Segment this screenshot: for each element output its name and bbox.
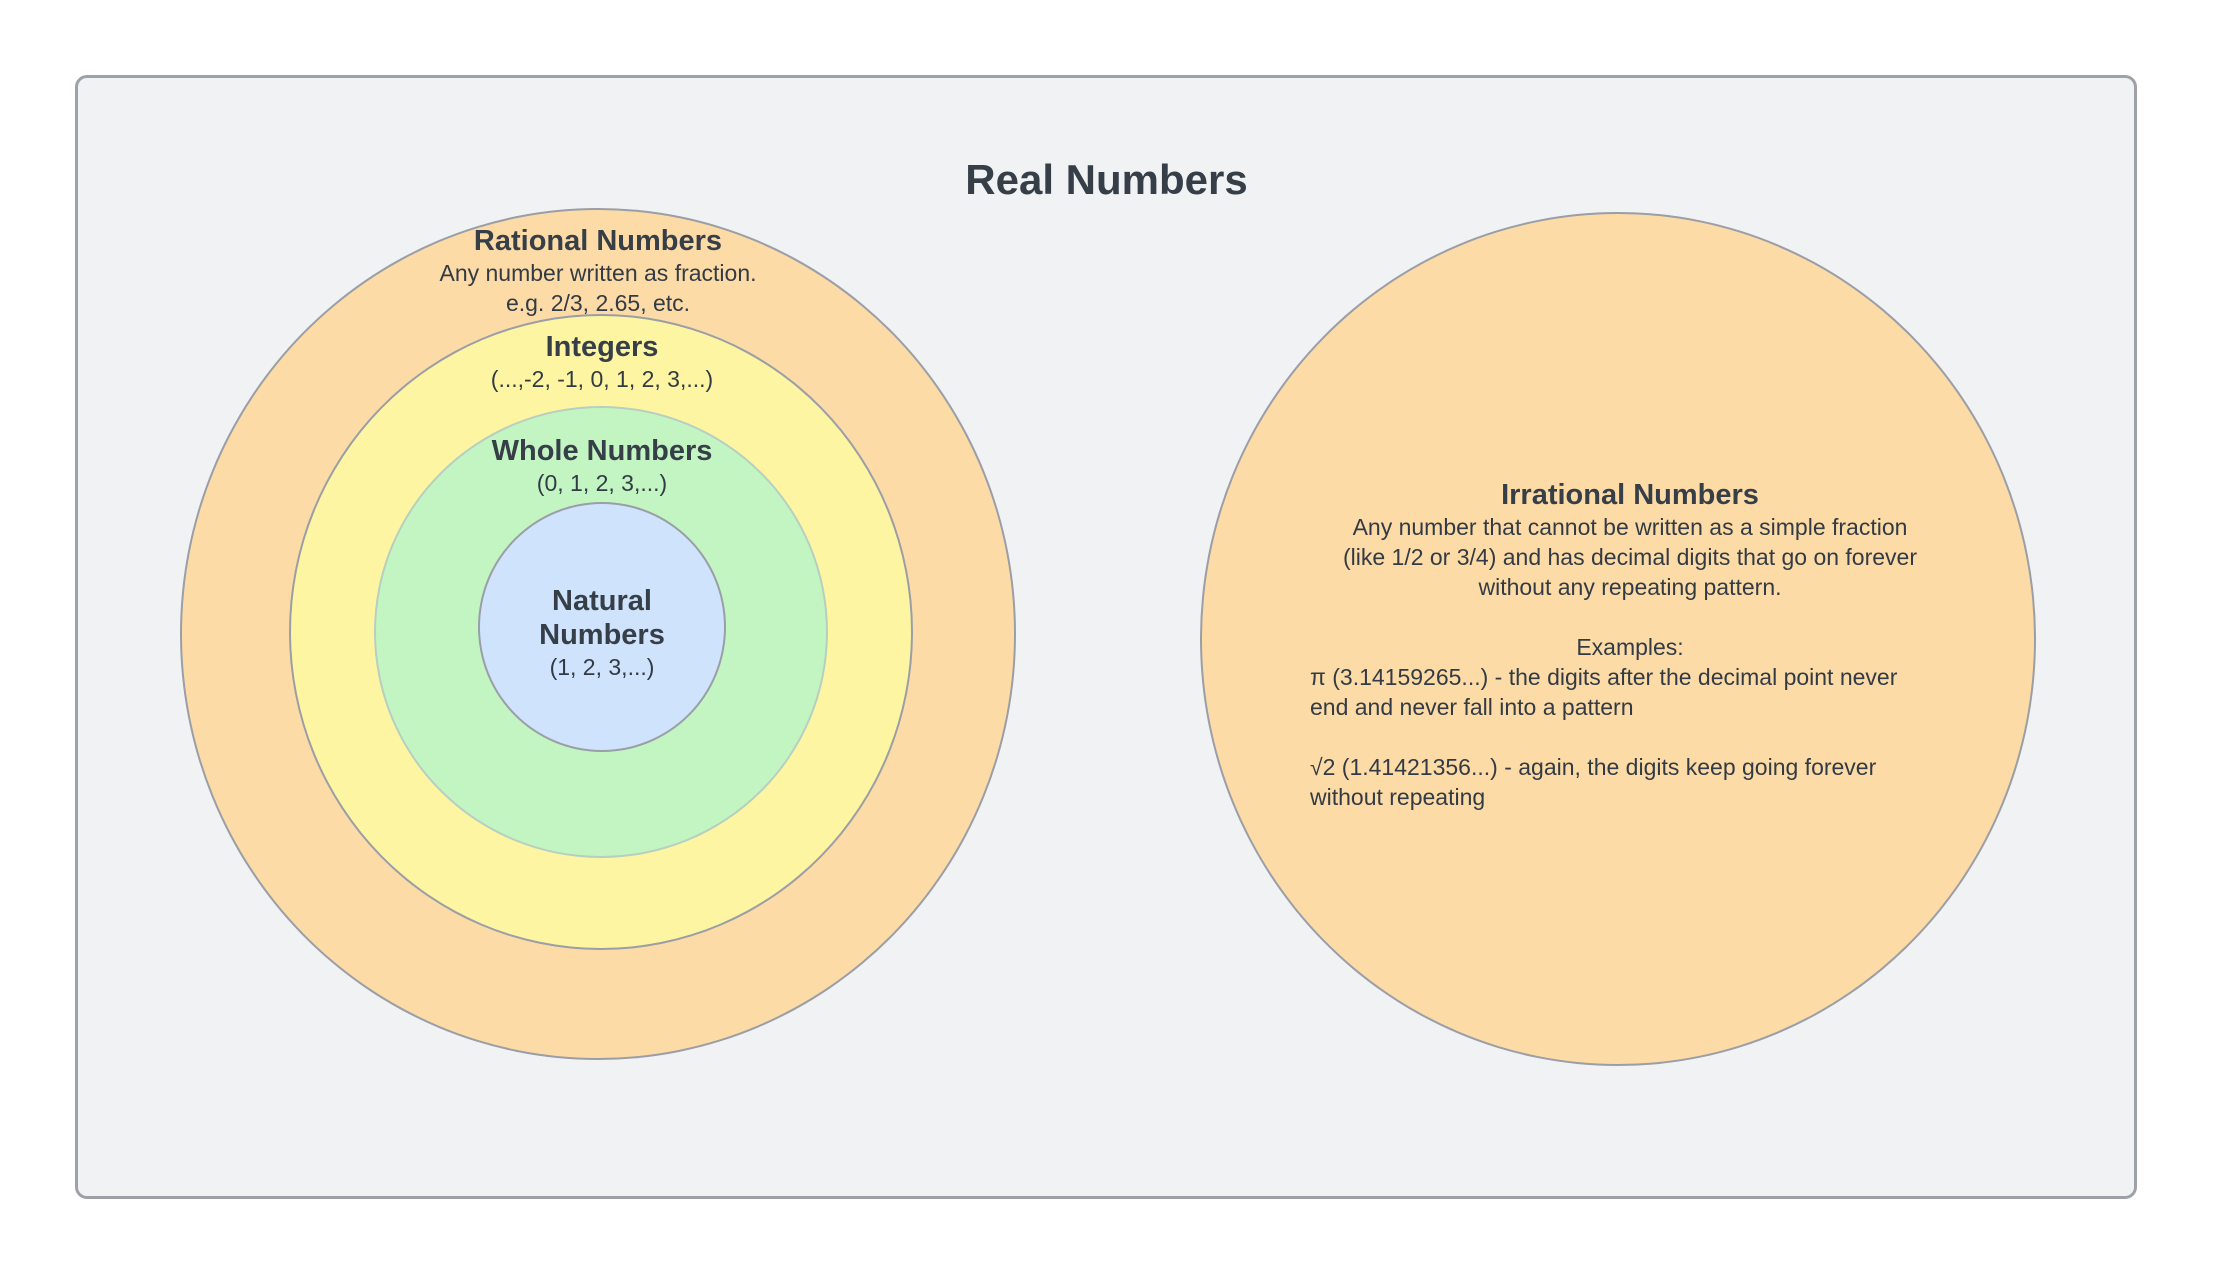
- integers-label: Integers (...,-2, -1, 0, 1, 2, 3,...): [432, 330, 772, 394]
- irrational-numbers-heading: Irrational Numbers: [1501, 479, 1759, 511]
- rational-numbers-heading: Rational Numbers: [473, 225, 723, 257]
- integers-heading: Integers: [545, 331, 659, 363]
- integers-values: (...,-2, -1, 0, 1, 2, 3,...): [490, 366, 714, 392]
- rational-numbers-example: e.g. 2/3, 2.65, etc.: [505, 290, 691, 316]
- natural-numbers-heading-line1: Natural: [552, 585, 652, 617]
- irrational-examples-label: Examples:: [1576, 634, 1684, 660]
- irrational-numbers-label: Irrational Numbers Any number that canno…: [1310, 478, 1950, 812]
- natural-numbers-label: Natural Numbers (1, 2, 3,...): [502, 584, 702, 682]
- whole-numbers-label: Whole Numbers (0, 1, 2, 3,...): [432, 434, 772, 498]
- whole-numbers-heading: Whole Numbers: [491, 435, 713, 467]
- natural-numbers-values: (1, 2, 3,...): [549, 654, 655, 680]
- irrational-example-pi: π (3.14159265...) - the digits after the…: [1310, 664, 1898, 720]
- whole-numbers-values: (0, 1, 2, 3,...): [536, 470, 668, 496]
- rational-numbers-definition: Any number written as fraction.: [439, 260, 757, 286]
- irrational-example-sqrt2: √2 (1.41421356...) - again, the digits k…: [1310, 754, 1877, 810]
- diagram-title: Real Numbers: [965, 156, 1248, 203]
- irrational-numbers-circle: [1200, 212, 2036, 1066]
- rational-numbers-label: Rational Numbers Any number written as f…: [398, 224, 798, 318]
- natural-numbers-heading-line2: Numbers: [539, 619, 665, 651]
- irrational-numbers-description: Any number that cannot be written as a s…: [1342, 514, 1918, 600]
- natural-numbers-circle: [478, 502, 726, 752]
